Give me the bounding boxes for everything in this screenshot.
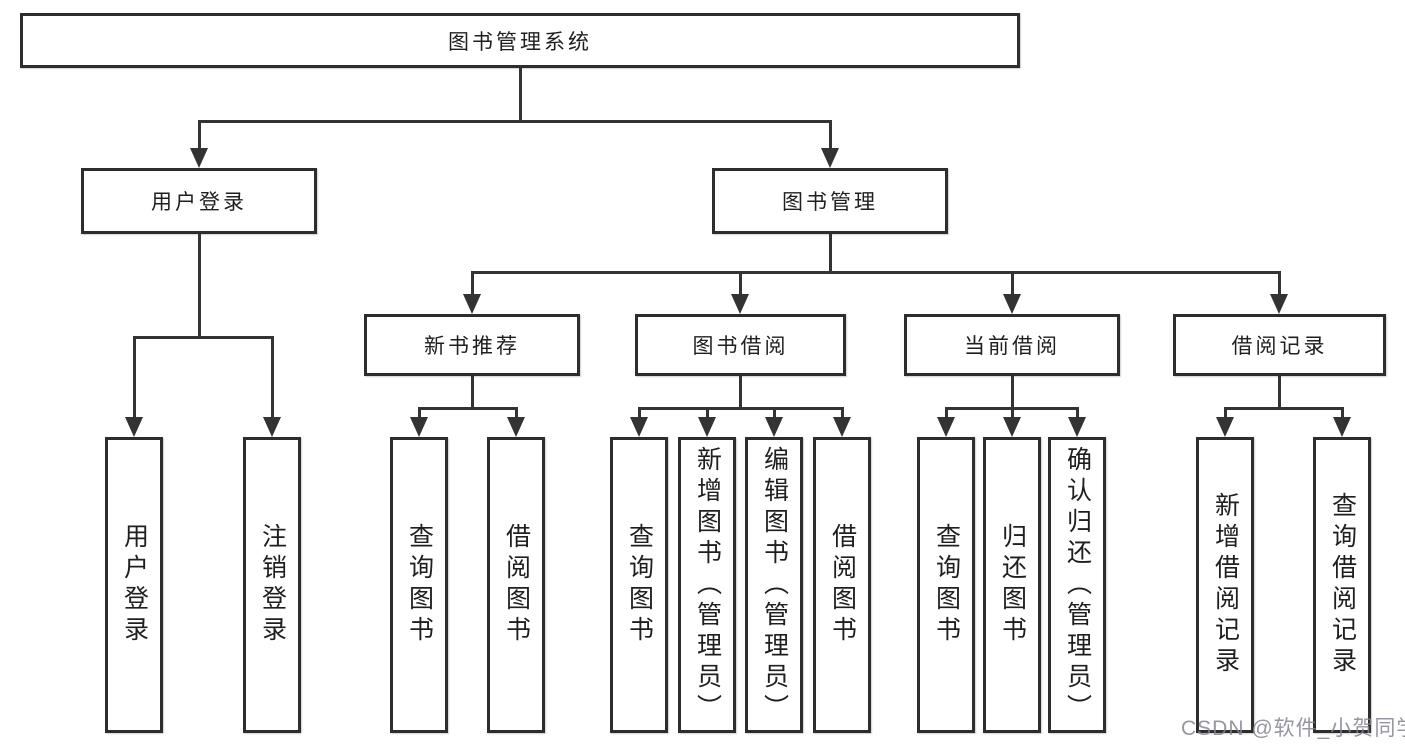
connector-line (1010, 376, 1014, 409)
node-label: 新书推荐 (424, 335, 520, 358)
leaf-query-books: 查询图书 (917, 437, 975, 733)
arrow-down-icon (1068, 407, 1086, 437)
connector-line (470, 271, 1281, 274)
node-new-book-recommendation: 新书推荐 (364, 314, 580, 376)
leaf-label: 注销登录 (258, 523, 287, 647)
node-label: 图书借阅 (692, 335, 789, 358)
connector-line (417, 407, 518, 410)
leaf-borrow-books: 借阅图书 (487, 437, 545, 733)
leaf-label: 归还图书 (998, 523, 1027, 647)
connector-line (1277, 376, 1281, 409)
csdn-watermark: CSDN @软件_小贺同学 (1181, 717, 1405, 740)
leaf-edit-books-admin: 编辑图书︵管理员︶ (745, 437, 803, 733)
arrow-down-icon (507, 407, 525, 437)
leaf-confirm-return-admin: 确认归还︵管理员︶ (1048, 437, 1106, 733)
node-label: 图书管理系统 (448, 30, 592, 54)
arrow-down-icon (410, 407, 428, 437)
leaf-query-books: 查询图书 (390, 437, 448, 733)
leaf-logout: 注销登录 (243, 437, 301, 733)
node-user-login: 用户登录 (81, 168, 317, 234)
connector-line (738, 376, 742, 409)
arrow-down-icon (125, 336, 143, 437)
leaf-label: 新增图书︵管理员︶ (693, 445, 722, 725)
leaf-query-borrow-record: 查询借阅记录 (1313, 437, 1371, 733)
node-label: 当前借阅 (964, 335, 1060, 358)
leaf-label: 借阅图书 (502, 523, 531, 647)
leaf-label: 新增借阅记录 (1211, 492, 1240, 678)
node-book-management: 图书管理 (712, 168, 948, 234)
leaf-label: 借阅图书 (828, 523, 857, 647)
connector-line (470, 376, 474, 409)
arrow-down-icon (1270, 271, 1288, 314)
arrow-down-icon (1333, 407, 1351, 437)
connector-line (197, 120, 832, 123)
node-book-borrowing: 图书借阅 (635, 314, 846, 376)
connector-line (1223, 407, 1344, 410)
arrow-down-icon (1003, 271, 1021, 314)
node-label: 用户登录 (151, 191, 247, 214)
leaf-label: 查询图书 (405, 523, 434, 647)
node-label: 借阅记录 (1231, 335, 1328, 358)
connector-line (828, 234, 832, 273)
arrow-down-icon (821, 120, 839, 168)
connector-line (637, 407, 844, 410)
leaf-query-books: 查询图书 (610, 437, 668, 733)
arrow-down-icon (731, 271, 749, 314)
leaf-return-books: 归还图书 (983, 437, 1041, 733)
node-current-borrowing: 当前借阅 (904, 314, 1120, 376)
arrow-down-icon (833, 407, 851, 437)
arrow-down-icon (1003, 407, 1021, 437)
connector-line (132, 336, 274, 339)
arrow-down-icon (937, 407, 955, 437)
arrow-down-icon (1216, 407, 1234, 437)
leaf-label: 查询图书 (625, 523, 654, 647)
node-library-management-system: 图书管理系统 (20, 13, 1020, 68)
leaf-label: 编辑图书︵管理员︶ (760, 445, 789, 725)
connector-line (197, 234, 201, 337)
leaf-label: 确认归还︵管理员︶ (1063, 445, 1092, 725)
arrow-down-icon (263, 336, 281, 437)
leaf-add-books-admin: 新增图书︵管理员︶ (678, 437, 736, 733)
connector-line (518, 68, 522, 122)
leaf-label: 查询借阅记录 (1328, 492, 1357, 678)
leaf-user-login: 用户登录 (105, 437, 163, 733)
arrow-down-icon (630, 407, 648, 437)
leaf-label: 用户登录 (120, 523, 149, 647)
leaf-add-borrow-record: 新增借阅记录 (1196, 437, 1254, 733)
arrow-down-icon (698, 407, 716, 437)
node-label: 图书管理 (782, 191, 878, 214)
node-borrowing-records: 借阅记录 (1173, 314, 1386, 376)
arrow-down-icon (190, 120, 208, 168)
arrow-down-icon (765, 407, 783, 437)
arrow-down-icon (463, 271, 481, 314)
leaf-label: 查询图书 (932, 523, 961, 647)
leaf-borrow-books: 借阅图书 (813, 437, 871, 733)
